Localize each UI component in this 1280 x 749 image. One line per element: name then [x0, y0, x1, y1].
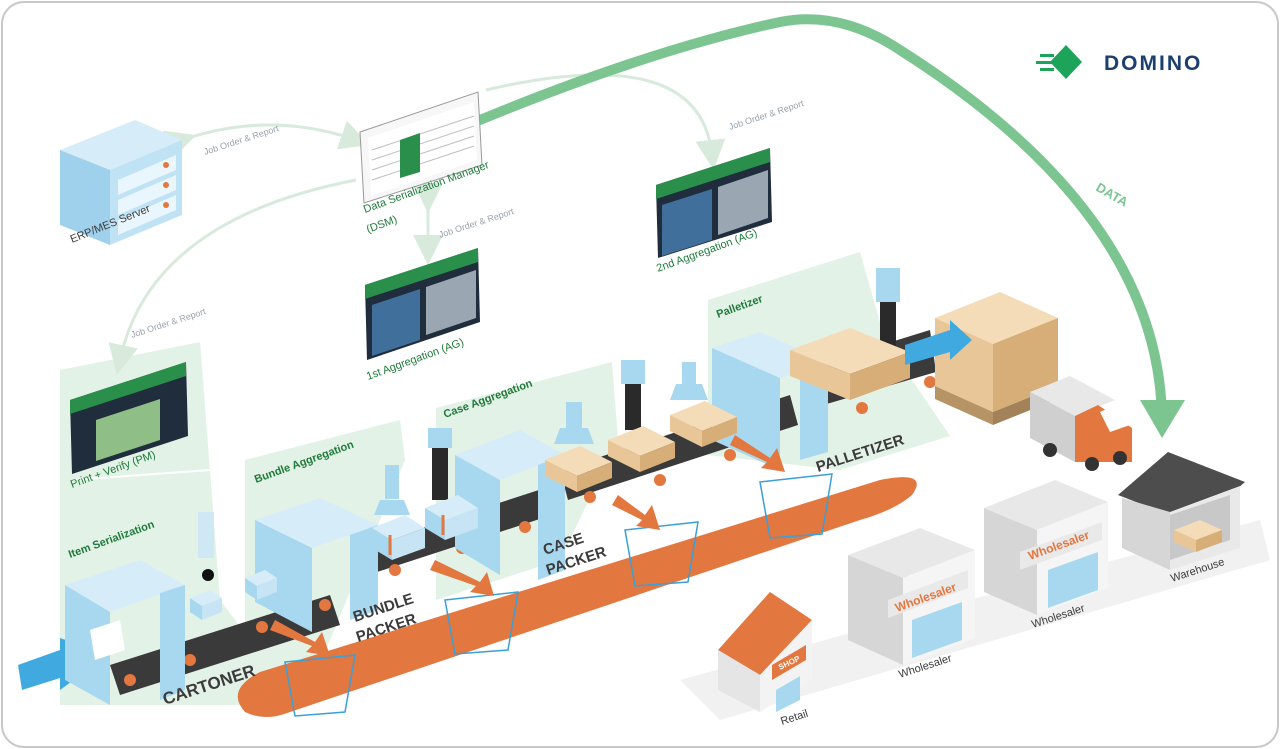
ink-drop-icon [202, 569, 214, 581]
cartoner-machine [65, 560, 185, 705]
case-box [545, 446, 612, 492]
carton-box [190, 590, 222, 620]
bundle-box [425, 495, 478, 540]
wholesaler-building-1: Wholesaler [848, 528, 975, 665]
data-flow-arrow [475, 14, 1167, 425]
delivery-truck [1030, 376, 1132, 471]
carton-box [245, 570, 277, 600]
reject-basket [444, 591, 519, 655]
print-heads [198, 268, 900, 581]
bundle-packer-machine [255, 498, 378, 632]
arrow-dsm-ag2 [485, 73, 726, 170]
erp-server: ERP/MES Server [60, 120, 182, 246]
arrow-erp-pm [108, 178, 357, 375]
bundle-box [372, 515, 425, 560]
pm-monitor: Print + Verify (PM) [69, 362, 211, 491]
server-icon [118, 155, 176, 235]
belt-rollers [124, 376, 936, 686]
domino-logo: DOMINO [1036, 45, 1202, 79]
reject-basket [624, 521, 699, 587]
conveyor-path [237, 477, 917, 717]
case-box [608, 426, 675, 472]
reject-basket [759, 473, 833, 539]
reject-arrows [270, 435, 785, 656]
palletizer-out-arrow [905, 320, 972, 365]
case-box [670, 401, 737, 447]
retail-shop: SHOP [718, 592, 812, 712]
dsm-monitor: Data Serialization Manager (DSM) [359, 91, 491, 236]
pallet-stack-on-belt [790, 328, 910, 400]
warehouse-building [1118, 452, 1245, 570]
wholesaler-building-2: Wholesaler [984, 480, 1108, 615]
reject-baskets [284, 473, 833, 717]
connector-arrows [108, 73, 726, 375]
domino-logo-text: DOMINO [1104, 52, 1202, 75]
data-flow-arrowhead [1140, 400, 1185, 438]
domino-logo-icon [1050, 45, 1082, 79]
reject-basket [284, 654, 356, 717]
arrow-erp-dsm [162, 120, 371, 160]
